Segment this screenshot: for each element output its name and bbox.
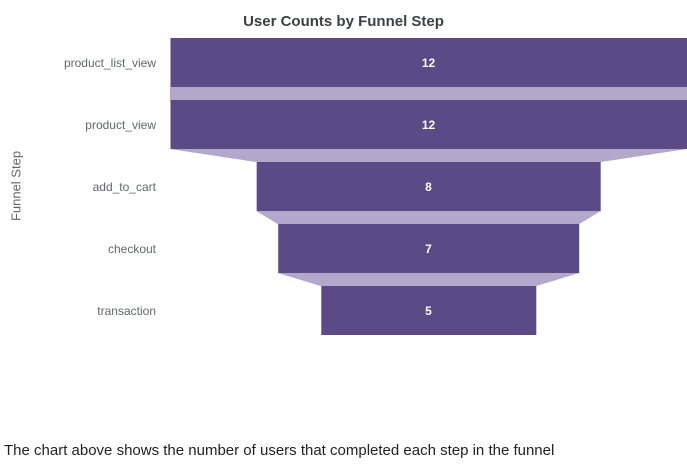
funnel-bar[interactable]: 8: [256, 162, 601, 211]
funnel-connector: [170, 149, 687, 162]
funnel-row: add_to_cart 8: [0, 162, 687, 211]
funnel-connector-row: [0, 211, 687, 224]
bar-value-label: 12: [421, 117, 436, 132]
funnel-connector-row: [0, 87, 687, 100]
funnel-chart: product_list_view 12 product_view 12 add_to_…: [0, 38, 687, 335]
category-label: add_to_cart: [92, 179, 156, 194]
funnel-connector: [277, 273, 580, 286]
category-label: checkout: [107, 241, 156, 256]
bar-value-label: 5: [425, 303, 432, 318]
category-label: transaction: [97, 303, 156, 318]
category-label: product_list_view: [63, 55, 156, 70]
funnel-connector-row: [0, 273, 687, 286]
funnel-connector: [170, 87, 687, 100]
category-label: product_view: [85, 117, 156, 132]
chart-title: User Counts by Funnel Step: [243, 13, 444, 30]
funnel-bar[interactable]: 5: [320, 286, 537, 335]
funnel-row: product_list_view 12: [0, 38, 687, 87]
y-axis-label: Funnel Step: [8, 150, 24, 222]
funnel-row: checkout 7: [0, 224, 687, 273]
bar-value-label: 12: [421, 55, 436, 70]
funnel-bar[interactable]: 7: [277, 224, 580, 273]
funnel-bar[interactable]: 12: [170, 38, 687, 87]
funnel-row: product_view 12: [0, 100, 687, 149]
funnel-bar[interactable]: 12: [170, 100, 687, 149]
bar-value-label: 7: [425, 241, 432, 256]
funnel-connector-row: [0, 149, 687, 162]
funnel-row: transaction 5: [0, 286, 687, 335]
bar-value-label: 8: [425, 179, 432, 194]
chart-caption: The chart above shows the number of user…: [4, 442, 555, 459]
funnel-connector: [256, 211, 601, 224]
